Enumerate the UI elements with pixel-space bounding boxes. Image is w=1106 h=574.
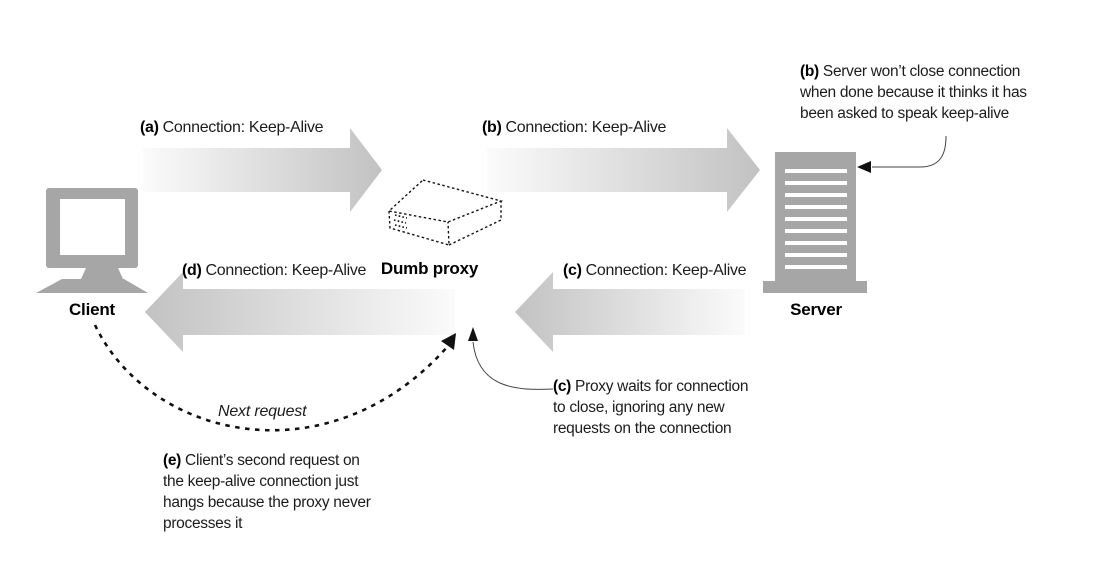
arrow-a-text: Connection: Keep-Alive: [162, 119, 324, 136]
arrow-c-shape: [515, 272, 745, 352]
next-request-dashed-arrow: [93, 324, 456, 432]
arrow-b-shape: [487, 128, 760, 212]
arrow-c-text: Connection: Keep-Alive: [585, 262, 747, 279]
callout-arrow-c: [468, 327, 554, 390]
annotation-c-line3: requests on the connection: [553, 420, 732, 437]
annotation-e: (e)Client’s second request on the keep-a…: [163, 450, 371, 534]
annotation-c: (c)Proxy waits for connection to close, …: [553, 376, 748, 439]
annotation-b-line2: when done because it thinks it has: [800, 84, 1027, 101]
annotation-b-line3: been asked to speak keep-alive: [800, 105, 1010, 122]
arrow-d-text: Connection: Keep-Alive: [205, 262, 367, 279]
arrow-d-label: (d)Connection: Keep-Alive: [182, 262, 366, 280]
annotation-b-line1: (b)Server won’t close connection: [800, 63, 1021, 80]
server-label: Server: [790, 300, 842, 319]
arrow-a-shape: [143, 128, 382, 212]
arrow-b-prefix: (b): [482, 119, 502, 136]
arrow-d-shape: [145, 272, 455, 352]
annotation-b: (b)Server won’t close connection when do…: [800, 61, 1027, 124]
annotation-e-line3: hangs because the proxy never: [163, 494, 371, 511]
dumb-proxy-icon: [387, 179, 504, 246]
arrow-a-label: (a)Connection: Keep-Alive: [140, 119, 324, 137]
annotation-c-line2: to close, ignoring any new: [553, 399, 725, 416]
annotation-e-line4: processes it: [163, 515, 243, 532]
arrow-a-prefix: (a): [140, 119, 159, 136]
client-icon: [36, 188, 148, 293]
next-request-label: Next request: [218, 403, 307, 420]
server-icon: [763, 152, 867, 293]
client-label: Client: [68, 300, 116, 319]
arrow-b-label: (b)Connection: Keep-Alive: [482, 119, 666, 137]
callout-arrow-b: [857, 135, 947, 173]
arrow-d-prefix: (d): [182, 262, 202, 279]
arrow-c-prefix: (c): [563, 262, 582, 279]
annotation-e-line2: the keep-alive connection just: [163, 473, 359, 490]
annotation-e-line1: (e)Client’s second request on: [163, 452, 360, 469]
arrow-b-text: Connection: Keep-Alive: [505, 119, 667, 136]
arrow-c-label: (c)Connection: Keep-Alive: [563, 262, 747, 280]
annotation-c-line1: (c)Proxy waits for connection: [553, 378, 749, 395]
dumb-proxy-label: Dumb proxy: [380, 259, 479, 278]
